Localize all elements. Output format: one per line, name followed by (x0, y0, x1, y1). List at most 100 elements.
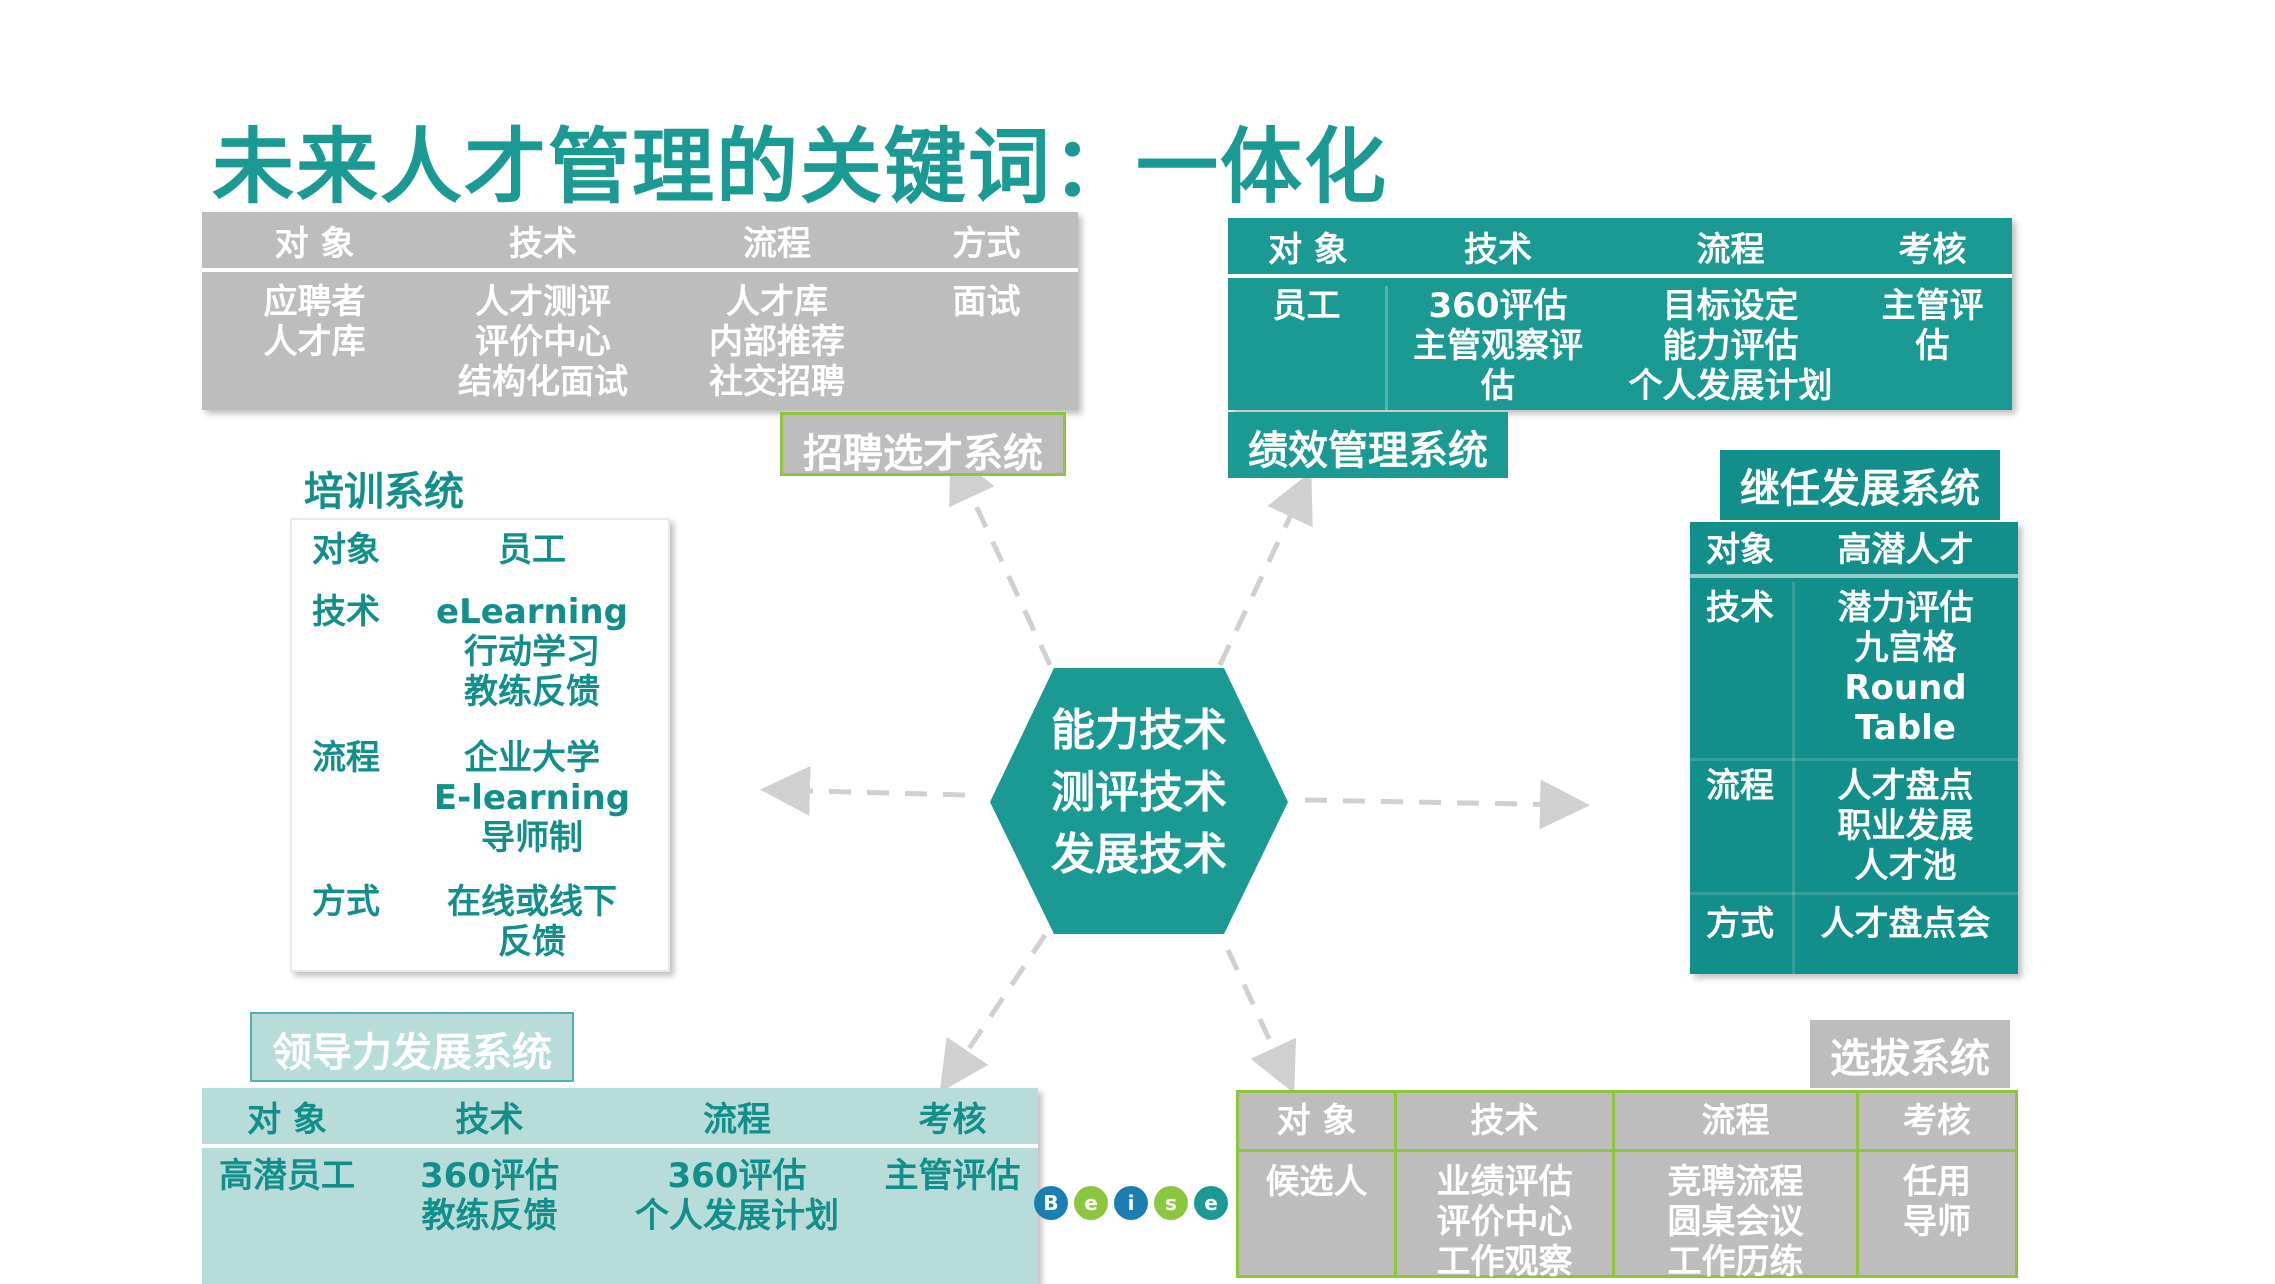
column-divider (1792, 582, 1795, 974)
cell-line: 人才盘点会 (1820, 904, 1991, 944)
recruit-label: 招聘选才系统 (780, 412, 1066, 477)
logo-dot: i (1114, 1186, 1148, 1220)
cell-line: E-learning (433, 778, 631, 818)
arrow-to-performance (1217, 471, 1313, 667)
center-line: 能力技术 (1051, 705, 1227, 756)
leadership-cell: 主管评估 (867, 1156, 1038, 1196)
recruit-table: 对 象 技术 流程 方式 应聘者 人才库 人才测评 评价中心 结构化面试 人才库… (202, 212, 1078, 410)
logo-dot: e (1074, 1186, 1108, 1220)
cell-line: 结构化面试 (458, 362, 628, 402)
selection-cell: 候选人 (1239, 1152, 1397, 1278)
cell-line: 主管评 (1881, 286, 1984, 326)
succession-value: 人才盘点 职业发展 人才池 (1798, 766, 2013, 886)
leadership-cell: 高潜员工 (202, 1156, 372, 1196)
cell-line: 高潜员工 (219, 1156, 355, 1196)
leadership-cell: 360评估 个人发展计划 (607, 1156, 867, 1236)
cell-line: 行动学习 (464, 632, 600, 672)
cell-line: 候选人 (1265, 1162, 1368, 1202)
selection-cell: 业绩评估 评价中心 工作观察 (1397, 1152, 1615, 1282)
performance-header: 流程 (1696, 229, 1765, 270)
training-key: 方式 (312, 882, 380, 922)
cell-line: 个人发展计划 (1628, 366, 1833, 406)
leadership-table: 对 象 技术 流程 考核 高潜员工 360评估 教练反馈 360评估 个人发展计… (202, 1088, 1038, 1284)
arrow-to-recruit (949, 451, 1053, 667)
center-text: 能力技术 测评技术 发展技术 (988, 700, 1290, 886)
performance-cell: 目标设定 能力评估 个人发展计划 (1608, 286, 1853, 406)
cell-line: 教练反馈 (421, 1196, 558, 1236)
cell-line: 员工 (1272, 286, 1341, 326)
succession-key: 方式 (1706, 904, 1774, 944)
cell-line: 人才盘点 (1837, 766, 1974, 806)
selection-label: 选拔系统 (1810, 1020, 2010, 1088)
cell-line: 内部推荐 (709, 322, 845, 362)
cell-line: 人才库 (263, 322, 366, 362)
cell-line: 评价中心 (475, 322, 611, 362)
leadership-header: 流程 (703, 1099, 771, 1140)
cell-line: 九宫格 (1854, 628, 1957, 668)
succession-value: 人才盘点会 (1798, 904, 2013, 944)
recruit-cell: 人才库 内部推荐 社交招聘 (659, 282, 895, 402)
cell-line: 工作观察 (1436, 1242, 1573, 1282)
center-hexagon (990, 668, 1288, 934)
leadership-header: 考核 (918, 1099, 987, 1140)
cell-line: 360评估 (420, 1156, 559, 1196)
recruit-header: 对 象 (274, 223, 355, 264)
training-value: 员工 (417, 530, 647, 570)
training-table: 对象 员工 技术 eLearning 行动学习 教练反馈 流程 企业大学 E-l… (290, 518, 670, 972)
cell-line: 业绩评估 (1436, 1162, 1573, 1202)
cell-line: 目标设定 (1662, 286, 1799, 326)
cell-line: 估 (1481, 366, 1515, 406)
leadership-cell: 360评估 教练反馈 (372, 1156, 607, 1236)
training-key: 流程 (312, 738, 380, 778)
cell-line: 反馈 (498, 922, 566, 962)
training-key: 对象 (312, 530, 380, 570)
performance-header: 技术 (1464, 229, 1532, 270)
training-key: 技术 (312, 592, 380, 632)
center-line: 发展技术 (1051, 829, 1227, 880)
cell-line: 个人发展计划 (635, 1196, 839, 1236)
beisen-logo: B e i s e (1034, 1186, 1228, 1220)
succession-header-row (1690, 522, 2018, 578)
cell-line: eLearning (436, 592, 628, 632)
cell-line: 教练反馈 (464, 672, 600, 712)
performance-header: 对 象 (1268, 229, 1348, 270)
selection-header: 技术 (1397, 1093, 1615, 1149)
cell-line: 导师 (1903, 1202, 1971, 1242)
recruit-header: 方式 (952, 223, 1021, 264)
cell-line: 圆桌会议 (1667, 1202, 1804, 1242)
performance-cell: 360评估 主管观察评 估 (1388, 286, 1608, 406)
cell-line: 竞聘流程 (1667, 1162, 1804, 1202)
cell-line: 评价中心 (1436, 1202, 1573, 1242)
cell-line: 面试 (952, 282, 1021, 322)
recruit-cell: 应聘者 人才库 (202, 282, 427, 362)
cell-line: 任用 (1903, 1162, 1971, 1202)
row-divider (1690, 758, 2018, 761)
cell-line: 潜力评估 (1837, 588, 1974, 628)
performance-cell: 主管评 估 (1853, 286, 2012, 366)
logo-dot: B (1034, 1186, 1068, 1220)
cell-line: 员工 (498, 530, 566, 570)
selection-header: 流程 (1615, 1093, 1859, 1149)
cell-line: 导师制 (481, 818, 583, 858)
succession-value: 潜力评估 九宫格 Round Table (1798, 588, 2013, 748)
training-label: 培训系统 (292, 455, 476, 517)
cell-line: 能力评估 (1662, 326, 1799, 366)
arrow-to-training (760, 765, 966, 816)
row-divider (1690, 892, 2018, 895)
cell-line: 职业发展 (1837, 806, 1974, 846)
succession-key: 对象 (1706, 530, 1774, 570)
performance-cell: 员工 (1228, 286, 1388, 410)
performance-table: 对 象 技术 流程 考核 员工 360评估 主管观察评 估 目标设定 能力评估 … (1228, 218, 2012, 410)
training-value: eLearning 行动学习 教练反馈 (417, 592, 647, 712)
selection-header: 对 象 (1239, 1093, 1397, 1149)
cell-line: 工作历练 (1667, 1242, 1804, 1282)
recruit-cell: 面试 (895, 282, 1078, 322)
selection-table: 对 象 技术 流程 考核 候选人 业绩评估 评价中心 工作观察 竞聘流程 圆桌会… (1236, 1090, 2018, 1282)
selection-cell: 竞聘流程 圆桌会议 工作历练 (1615, 1152, 1859, 1282)
recruit-header: 技术 (509, 223, 577, 264)
training-value: 在线或线下 反馈 (417, 882, 647, 962)
arrow-to-leadership (939, 933, 1048, 1093)
leadership-header: 技术 (455, 1099, 524, 1140)
logo-dot: s (1154, 1186, 1188, 1220)
